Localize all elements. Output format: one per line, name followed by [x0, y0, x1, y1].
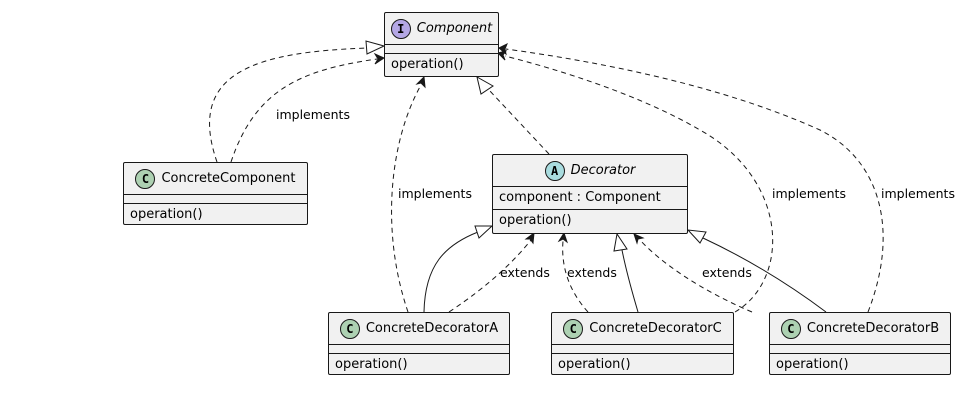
dependency-arrowhead-decorator-c-decorator	[557, 231, 568, 244]
dependency-line-decorator-c-decorator	[562, 240, 589, 313]
generalization-line-decorator-a	[423, 231, 479, 313]
label-implements-decorator-a: implements	[398, 186, 472, 201]
class-badge-icon: C	[563, 318, 584, 339]
class-concrete-decorator-b[interactable]: C ConcreteDecoratorB operation()	[769, 312, 951, 375]
method-operation: operation()	[558, 357, 631, 372]
class-decorator[interactable]: A Decorator component : Component operat…	[492, 154, 688, 234]
abstract-badge-icon: A	[544, 160, 565, 181]
dependency-arrowhead-decorator-b-decorator	[633, 233, 645, 245]
dependency-line-decorator-a-component	[391, 84, 422, 313]
label-implements-decorator-b: implements	[881, 186, 955, 201]
field-component: component : Component	[499, 190, 661, 205]
dependency-line-decorator-a-decorator	[448, 239, 532, 313]
class-name: Decorator	[570, 163, 636, 178]
interface-badge-icon: I	[390, 18, 411, 39]
dependency-arrowhead-decorator-a-component	[415, 75, 426, 89]
realization-line-concrete-component	[209, 47, 368, 163]
class-name: ConcreteDecoratorB	[806, 321, 940, 336]
class-concrete-component[interactable]: C ConcreteComponent operation()	[123, 162, 308, 225]
label-extends-decorator-a: extends	[500, 265, 550, 280]
dependency-line-decorator-b-decorator	[639, 239, 753, 313]
dependency-line-decorator-c-component	[504, 55, 774, 313]
dependency-arrowhead-decorator-a-decorator	[524, 231, 535, 245]
class-name: ConcreteComponent	[161, 171, 296, 186]
dependency-line-concrete-component	[230, 58, 378, 163]
dependency-arrowhead-decorator-b-component	[498, 42, 508, 56]
realization-line-decorator	[488, 89, 550, 155]
generalization-line-decorator-c	[621, 249, 639, 313]
method-operation: operation()	[776, 357, 849, 372]
dependency-line-decorator-b-component	[505, 48, 884, 313]
class-badge-icon: C	[135, 168, 156, 189]
generalization-arrowhead-decorator-c	[613, 232, 628, 252]
method-operation: operation()	[130, 207, 203, 222]
generalization-arrowhead-decorator-a	[474, 225, 494, 239]
label-implements-concrete-component: implements	[276, 107, 350, 122]
dependency-arrowhead-concrete-component	[373, 52, 386, 65]
class-name: ConcreteDecoratorA	[365, 321, 499, 336]
method-operation: operation()	[499, 213, 572, 228]
realization-arrowhead-decorator	[476, 76, 494, 95]
generalization-arrowhead-decorator-b	[686, 229, 707, 244]
class-name: ConcreteDecoratorC	[589, 321, 722, 336]
label-extends-decorator-b: extends	[702, 265, 752, 280]
method-operation: operation()	[391, 57, 464, 72]
class-name: Component	[416, 21, 493, 36]
class-badge-icon: C	[339, 318, 360, 339]
class-component[interactable]: I Component operation()	[384, 12, 499, 77]
class-concrete-decorator-a[interactable]: C ConcreteDecoratorA operation()	[328, 312, 510, 375]
generalization-line-decorator-b	[702, 237, 827, 313]
label-implements-decorator-c: implements	[772, 186, 846, 201]
realization-arrowhead-concrete-component	[365, 40, 386, 55]
class-concrete-decorator-c[interactable]: C ConcreteDecoratorC operation()	[551, 312, 734, 375]
method-operation: operation()	[335, 357, 408, 372]
class-badge-icon: C	[780, 318, 801, 339]
label-extends-decorator-c: extends	[567, 265, 617, 280]
